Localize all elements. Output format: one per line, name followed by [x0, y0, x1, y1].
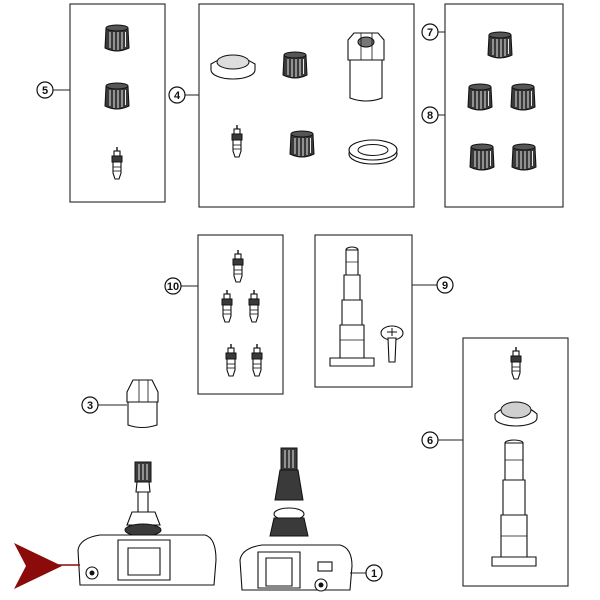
svg-text:10: 10 — [167, 281, 179, 293]
valve-core — [248, 289, 260, 323]
svg-text:8: 8 — [427, 110, 433, 122]
svg-text:7: 7 — [427, 27, 433, 39]
callout-7: 7 — [421, 23, 439, 41]
valve-core — [111, 146, 123, 180]
seal-ring — [348, 139, 398, 165]
valve-cap — [282, 51, 308, 79]
callout-1: 1 — [365, 564, 383, 582]
valve-cap — [511, 143, 537, 171]
arrow-pointer-icon — [14, 543, 80, 589]
callout-5: 5 — [36, 81, 54, 99]
valve-core — [232, 249, 244, 283]
tpms-sensor-left — [77, 461, 217, 586]
callout-4: 4 — [168, 86, 186, 104]
valve-cap — [510, 83, 536, 111]
valve-core — [251, 343, 263, 377]
nut-part-3 — [126, 379, 159, 429]
svg-text:1: 1 — [371, 568, 377, 580]
valve-core — [231, 124, 243, 158]
valve-cap — [289, 130, 315, 158]
svg-text:6: 6 — [427, 435, 433, 447]
callout-6: 6 — [421, 431, 439, 449]
svg-text:4: 4 — [174, 90, 181, 102]
valve-core — [221, 289, 233, 323]
valve-cap — [104, 24, 130, 52]
callout-8: 8 — [421, 106, 439, 124]
valve-cap — [469, 143, 495, 171]
valve-cap — [467, 83, 493, 111]
grommet — [210, 54, 256, 80]
tpms-sensor-right-part-1 — [239, 447, 353, 592]
valve-cap — [104, 82, 130, 110]
valve-stem-tool — [329, 246, 375, 367]
callout-10: 10 — [164, 277, 182, 295]
hex-nut — [347, 32, 385, 102]
valve-cap — [487, 31, 513, 59]
grommet — [494, 401, 538, 427]
box-4 — [198, 3, 415, 208]
screw — [380, 325, 404, 363]
valve-core — [510, 346, 522, 380]
svg-text:9: 9 — [442, 280, 448, 292]
valve-stem-tool — [491, 439, 537, 567]
svg-text:5: 5 — [42, 85, 48, 97]
callout-3: 3 — [81, 396, 99, 414]
callout-9: 9 — [436, 276, 454, 294]
valve-core — [225, 343, 237, 377]
svg-text:3: 3 — [87, 400, 93, 412]
